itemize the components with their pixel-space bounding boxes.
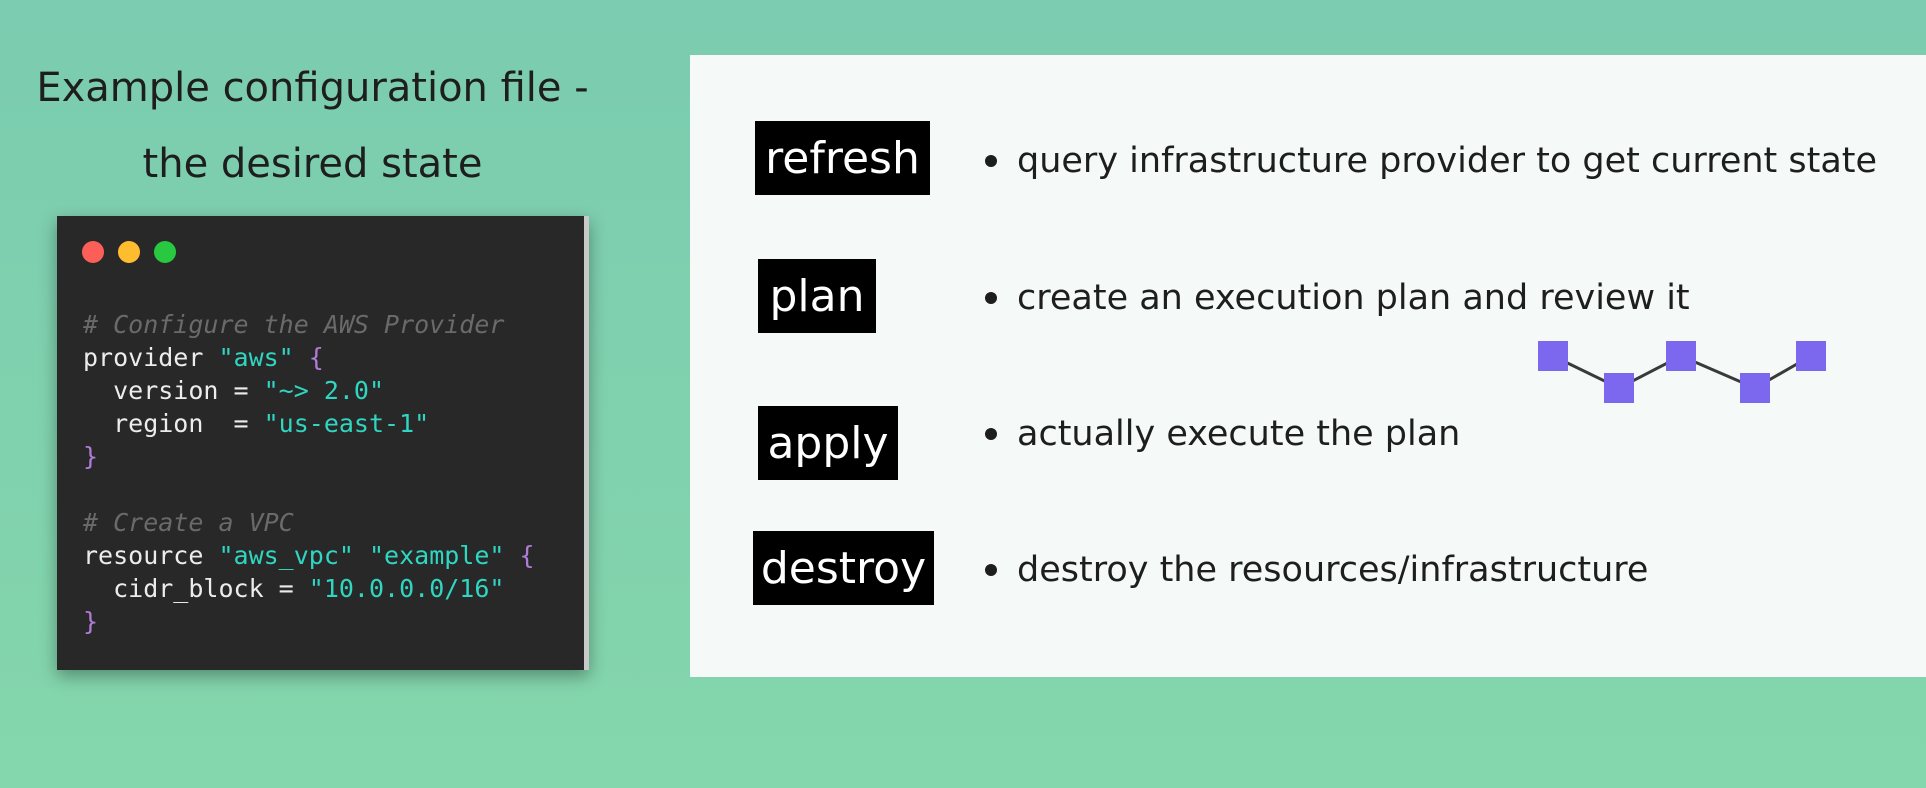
code-line: } [83,605,535,638]
pipeline-node [1538,341,1568,371]
bullet-apply-text: actually execute the plan [1017,414,1461,454]
code-token: "10.0.0.0/16" [308,574,505,603]
title-line-1: Example configuration file - [36,65,589,111]
bullet-destroy-text: destroy the resources/infrastructure [1017,550,1649,590]
code-token: provider [83,343,219,372]
code-token: "aws" [218,343,294,372]
bullet-refresh-text: query infrastructure provider to get cur… [1017,141,1878,181]
code-token: region = [83,409,264,438]
code-token: { [293,343,324,372]
pipeline-node [1604,373,1634,403]
code-token: cidr_block = [83,574,309,603]
code-token: # Configure the AWS Provider [83,310,505,339]
code-token: resource [83,541,219,570]
code-line: provider "aws" { [83,341,535,374]
bullet-apply: actually execute the plan [985,414,1460,454]
command-apply: apply [758,406,898,480]
bullet-plan-text: create an execution plan and review it [1017,278,1690,318]
command-plan: plan [758,259,876,333]
code-token [354,541,369,570]
minimize-dot-icon [118,241,140,263]
maximize-dot-icon [154,241,176,263]
bullet-destroy: destroy the resources/infrastructure [985,550,1648,590]
command-destroy: destroy [753,531,934,605]
code-line: # Configure the AWS Provider [83,308,535,341]
code-line [83,473,535,506]
bullet-dot [985,428,997,440]
code-token: "aws_vpc" [218,541,354,570]
code-line: version = "~> 2.0" [83,374,535,407]
bullet-dot [985,564,997,576]
pipeline-node [1740,373,1770,403]
title-line-2: the desired state [142,141,483,187]
pipeline-graph-icon [1538,341,1826,403]
code-line: region = "us-east-1" [83,407,535,440]
bullet-plan: create an execution plan and review it [985,278,1690,318]
slide-left-title: Example configuration file - the desired… [20,50,605,202]
bullet-refresh: query infrastructure provider to get cur… [985,141,1877,181]
code-line: cidr_block = "10.0.0.0/16" [83,572,535,605]
pipeline-node [1666,341,1696,371]
code-token: "example" [369,541,505,570]
code-token: version = [83,376,264,405]
pipeline-node [1796,341,1826,371]
close-dot-icon [82,241,104,263]
code-token: "~> 2.0" [263,376,385,405]
bullet-dot [985,155,997,167]
bullet-dot [985,292,997,304]
code-token: } [83,442,99,471]
code-line: } [83,440,535,473]
code-line: # Create a VPC [83,506,535,539]
command-refresh: refresh [755,121,930,195]
code-token: } [83,607,99,636]
code-token: # Create a VPC [83,508,294,537]
code-line: resource "aws_vpc" "example" { [83,539,535,572]
code-token: "us-east-1" [263,409,430,438]
code-token: { [504,541,535,570]
